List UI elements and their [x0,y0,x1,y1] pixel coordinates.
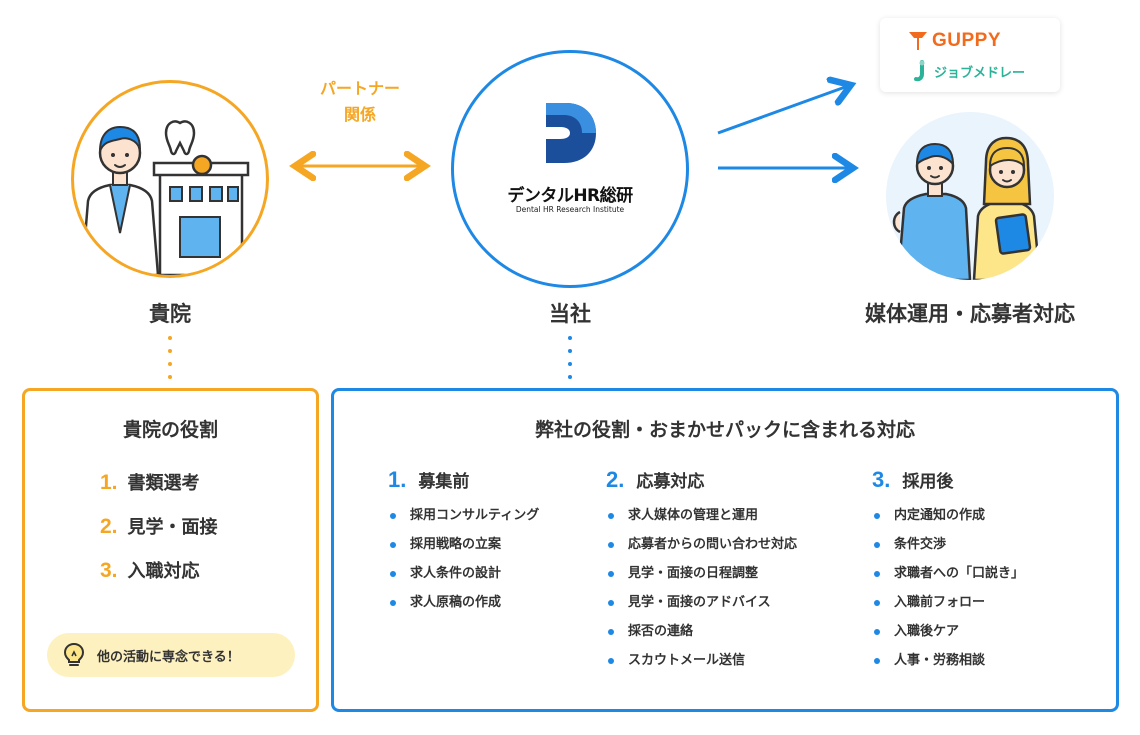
bullet-icon [874,658,880,664]
list-item-label: 採否の連絡 [628,624,694,639]
company-caption: 当社 [549,302,591,326]
phase-number: 1. [388,467,407,492]
bullet-icon [608,658,614,664]
company-roles-title: 弊社の役割・おまかせパックに含まれる対応 [534,419,915,441]
list-item-label: 求職者への「口説き」 [894,566,1025,581]
clinic-illustration [71,80,269,278]
lightbulb-icon [63,642,85,666]
bullet-icon [874,571,880,577]
list-item: 入職前フォロー [872,594,1024,623]
list-item-label: スカウトメール送信 [628,653,746,668]
list-item: 内定通知の作成 [872,507,1024,536]
clinic-role-item: 2. 見学・面接 [100,513,218,539]
list-item-label: 求人原稿の作成 [410,595,502,610]
phase-title: 採用後 [902,472,954,492]
phase-number: 3. [872,467,891,492]
role-number: 3. [100,559,118,582]
bullet-icon [390,571,396,577]
list-item-label: 内定通知の作成 [894,508,986,523]
bullet-icon [390,513,396,519]
bullet-icon [874,600,880,606]
list-item: 採用戦略の立案 [388,536,539,565]
guppy-logo-icon [909,32,927,50]
list-item: 条件交渉 [872,536,1024,565]
phase-title: 募集前 [418,472,470,492]
list-item-label: 条件交渉 [894,537,947,552]
role-number: 1. [100,471,118,494]
bullet-icon [874,629,880,635]
partner-relation-label: パートナー 関係 [300,76,420,128]
staff-illustration [886,112,1054,280]
guppy-logo: GUPPY [932,30,1002,51]
company-logo-subtitle: Dental HR Research Institute [515,205,625,214]
doctor-clinic-icon [80,120,250,275]
partner-label-line1: パートナー [319,79,400,98]
phase-heading: 2. 応募対応 [606,467,797,507]
list-item-label: 応募者からの問い合わせ対応 [628,537,798,552]
company-logo-circle: デンタルHR総研 Dental HR Research Institute [451,50,689,288]
phase-column-before-recruiting: 1. 募集前 採用コンサルティング 採用戦略の立案 求人条件の設計 求人原稿の作成 [388,467,539,623]
bullet-icon [608,600,614,606]
phase-heading: 3. 採用後 [872,467,1024,507]
clinic-caption: 貴院 [149,302,191,326]
bullet-icon [390,600,396,606]
clinic-role-item: 1. 書類選考 [100,469,200,495]
list-item: 人事・労務相談 [872,652,1024,681]
bullet-icon [874,542,880,548]
phase-column-after-hiring: 3. 採用後 内定通知の作成 条件交渉 求職者への「口説き」 入職前フォロー 入職… [872,467,1024,681]
phase-heading: 1. 募集前 [388,467,539,507]
list-item-label: 採用コンサルティング [410,508,540,523]
bullet-icon [608,629,614,635]
phase-title: 応募対応 [636,472,705,492]
list-item-label: 人事・労務相談 [894,653,986,668]
company-logo-name: デンタルHR総研 [507,186,633,206]
list-item: 採否の連絡 [606,623,797,652]
list-item: 求人媒体の管理と運用 [606,507,797,536]
role-label: 見学・面接 [127,517,218,538]
media-logos-card: GUPPY ジョブメドレー [880,18,1060,92]
list-item: 求職者への「口説き」 [872,565,1024,594]
company-roles-box: 弊社の役割・おまかせパックに含まれる対応 1. 募集前 採用コンサルティング 採用… [331,388,1119,712]
jobmedley-logo: ジョブメドレー [934,66,1026,81]
list-item-label: 見学・面接の日程調整 [628,566,759,581]
list-item: 見学・面接のアドバイス [606,594,797,623]
list-item: 求人条件の設計 [388,565,539,594]
company-logo-icon [546,103,596,163]
bullet-icon [390,542,396,548]
list-item-label: 入職後ケア [894,624,960,639]
bullet-icon [608,542,614,548]
phase-number: 2. [606,467,625,492]
bullet-icon [608,513,614,519]
list-item: 求人原稿の作成 [388,594,539,623]
list-item-label: 求人条件の設計 [410,566,502,581]
media-caption: 媒体運用・応募者対応 [865,302,1075,326]
role-label: 書類選考 [127,473,200,494]
list-item-label: 採用戦略の立案 [410,537,502,552]
staff-members-icon [892,136,1042,280]
list-item: スカウトメール送信 [606,652,797,681]
jobmedley-logo-icon [914,60,925,82]
clinic-roles-box: 貴院の役割 1. 書類選考 2. 見学・面接 3. 入職対応 他の活動に専念できる！ [22,388,319,712]
bullet-icon [874,513,880,519]
list-item: 入職後ケア [872,623,1024,652]
list-item: 見学・面接の日程調整 [606,565,797,594]
list-item-label: 見学・面接のアドバイス [628,595,771,610]
list-item-label: 入職前フォロー [894,595,986,610]
clinic-connector [168,336,172,388]
list-item-label: 求人媒体の管理と運用 [628,508,759,523]
list-item: 採用コンサルティング [388,507,539,536]
role-number: 2. [100,515,118,538]
focus-message-pill: 他の活動に専念できる！ [47,633,295,677]
company-connector [568,336,572,388]
partner-label-line2: 関係 [343,105,376,124]
phase-column-application: 2. 応募対応 求人媒体の管理と運用 応募者からの問い合わせ対応 見学・面接の日程… [606,467,797,681]
list-item: 応募者からの問い合わせ対応 [606,536,797,565]
role-label: 入職対応 [127,561,200,582]
bullet-icon [608,571,614,577]
clinic-roles-title: 貴院の役割 [122,419,218,441]
media-arrow [717,86,848,135]
clinic-role-item: 3. 入職対応 [100,557,200,583]
focus-message: 他の活動に専念できる！ [97,650,240,665]
